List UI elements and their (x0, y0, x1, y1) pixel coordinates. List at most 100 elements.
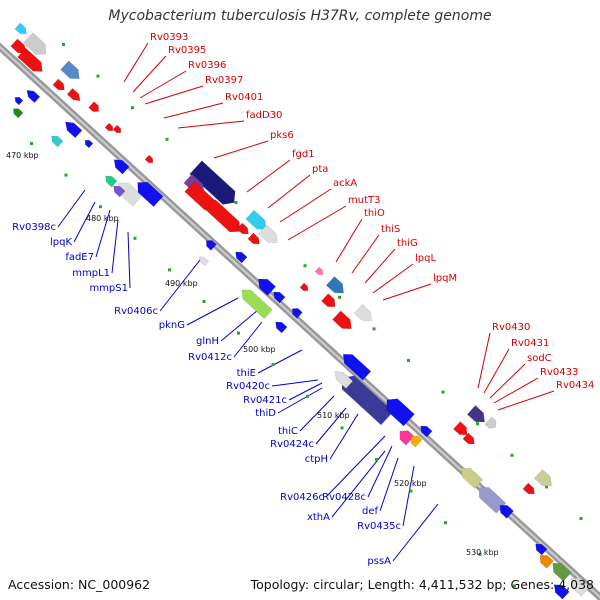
forward-gene (88, 101, 99, 112)
forward-gene (66, 87, 81, 102)
gene-arrow (105, 175, 118, 188)
accession-value: NC_000962 (78, 577, 151, 592)
gene-arrow (137, 181, 164, 207)
forward-gene (52, 78, 65, 91)
tick-dot (545, 485, 548, 489)
forward-label-line (163, 102, 224, 119)
gene-arrow (52, 78, 65, 91)
tick-dot (579, 517, 583, 520)
gene-arrow (26, 89, 41, 104)
gene-arrow (205, 198, 241, 233)
forward-label-line (351, 234, 380, 274)
forward-gene (104, 122, 114, 132)
gene-arrow (84, 139, 94, 149)
accession-footer: Accession: NC_000962 (8, 577, 150, 592)
reverse-label-line (299, 395, 335, 432)
reverse-label-line (402, 465, 415, 527)
reverse-gene-label: Rv0398c (12, 222, 56, 233)
reverse-gene (51, 135, 64, 148)
forward-label-line (493, 377, 539, 404)
tick-dot (375, 458, 378, 461)
reverse-gene-label: lpqK (50, 237, 72, 248)
reverse-gene (137, 181, 164, 207)
gene-arrow (66, 87, 81, 102)
forward-gene (314, 266, 324, 276)
forward-gene-label: ackA (333, 178, 357, 189)
forward-gene-label: Rv0397 (205, 75, 243, 86)
reverse-gene (539, 555, 554, 569)
reverse-gene (499, 505, 514, 519)
tick-dot (513, 584, 516, 588)
tick-dot (168, 268, 171, 272)
tick-dot (407, 359, 410, 362)
gene-arrow (533, 469, 552, 487)
forward-gene-label: pta (312, 164, 328, 175)
accession-label: Accession: (8, 577, 75, 592)
reverse-label-line (271, 379, 319, 387)
forward-gene (258, 224, 278, 244)
reverse-gene (273, 291, 286, 304)
gene-arrow (51, 135, 64, 148)
tick-dot (478, 552, 482, 556)
gene-arrow (453, 421, 468, 435)
reverse-gene (342, 353, 372, 381)
reverse-gene-label: thiC (278, 426, 298, 437)
reverse-label-line (95, 209, 111, 258)
gene-arrow (258, 224, 278, 244)
reverse-label-line (57, 189, 86, 228)
forward-gene-label: lpqL (415, 253, 436, 264)
tick-dot (99, 205, 102, 209)
gene-arrow (14, 22, 27, 35)
gene-arrow (273, 291, 286, 304)
forward-gene (332, 310, 352, 330)
forward-label-line (483, 348, 510, 394)
forward-gene-label: sodC (527, 353, 552, 364)
forward-gene-label: mutT3 (348, 195, 380, 206)
forward-label-line (497, 390, 555, 411)
tick-dot (234, 201, 238, 204)
tick-dot (409, 489, 413, 493)
forward-gene (60, 60, 80, 80)
label-lines (57, 42, 555, 562)
gene-arrow (321, 293, 336, 307)
reverse-gene (275, 321, 288, 334)
forward-gene (14, 22, 27, 35)
reverse-gene-label: Rv0426c (280, 492, 324, 503)
forward-label-line (246, 159, 291, 193)
reverse-gene (65, 121, 83, 139)
forward-gene (17, 47, 43, 72)
forward-gene-label: pks6 (270, 130, 294, 141)
forward-label-line (364, 248, 396, 284)
forward-gene-label: Rv0434 (556, 380, 594, 391)
tick-dot (510, 453, 514, 457)
reverse-gene-label: xthA (307, 512, 330, 523)
forward-label-line (132, 55, 167, 93)
gene-arrow (14, 96, 24, 106)
forward-gene-label: lpqM (433, 273, 457, 284)
reverse-gene (235, 251, 248, 264)
map-title: Mycobacterium tuberculosis H37Rv, comple… (108, 8, 492, 24)
forward-gene (247, 232, 260, 245)
reverse-label-line (127, 231, 131, 289)
forward-label-line (335, 218, 363, 263)
reverse-gene-label: Rv0412c (188, 352, 232, 363)
forward-gene (236, 222, 249, 235)
reverse-gene (105, 175, 118, 188)
forward-label-line (489, 363, 526, 399)
gene-arrow (299, 282, 309, 292)
reverse-gene (292, 308, 303, 319)
reverse-gene-label: def (362, 506, 379, 517)
reverse-gene (113, 159, 130, 175)
gene-arrow (334, 370, 354, 389)
forward-gene-label: Rv0430 (492, 322, 530, 333)
gene-arrow (499, 505, 514, 519)
forward-label-line (177, 120, 245, 129)
gene-arrow (420, 425, 433, 438)
reverse-gene (113, 185, 126, 198)
gene-labels: Rv0393Rv0395Rv0396Rv0397Rv0401fadD30pks6… (12, 32, 594, 567)
gene-arrow (206, 240, 217, 251)
reverse-gene (199, 256, 210, 266)
tick-dot (340, 426, 344, 430)
forward-gene (112, 124, 122, 134)
tick-dot (306, 394, 309, 398)
